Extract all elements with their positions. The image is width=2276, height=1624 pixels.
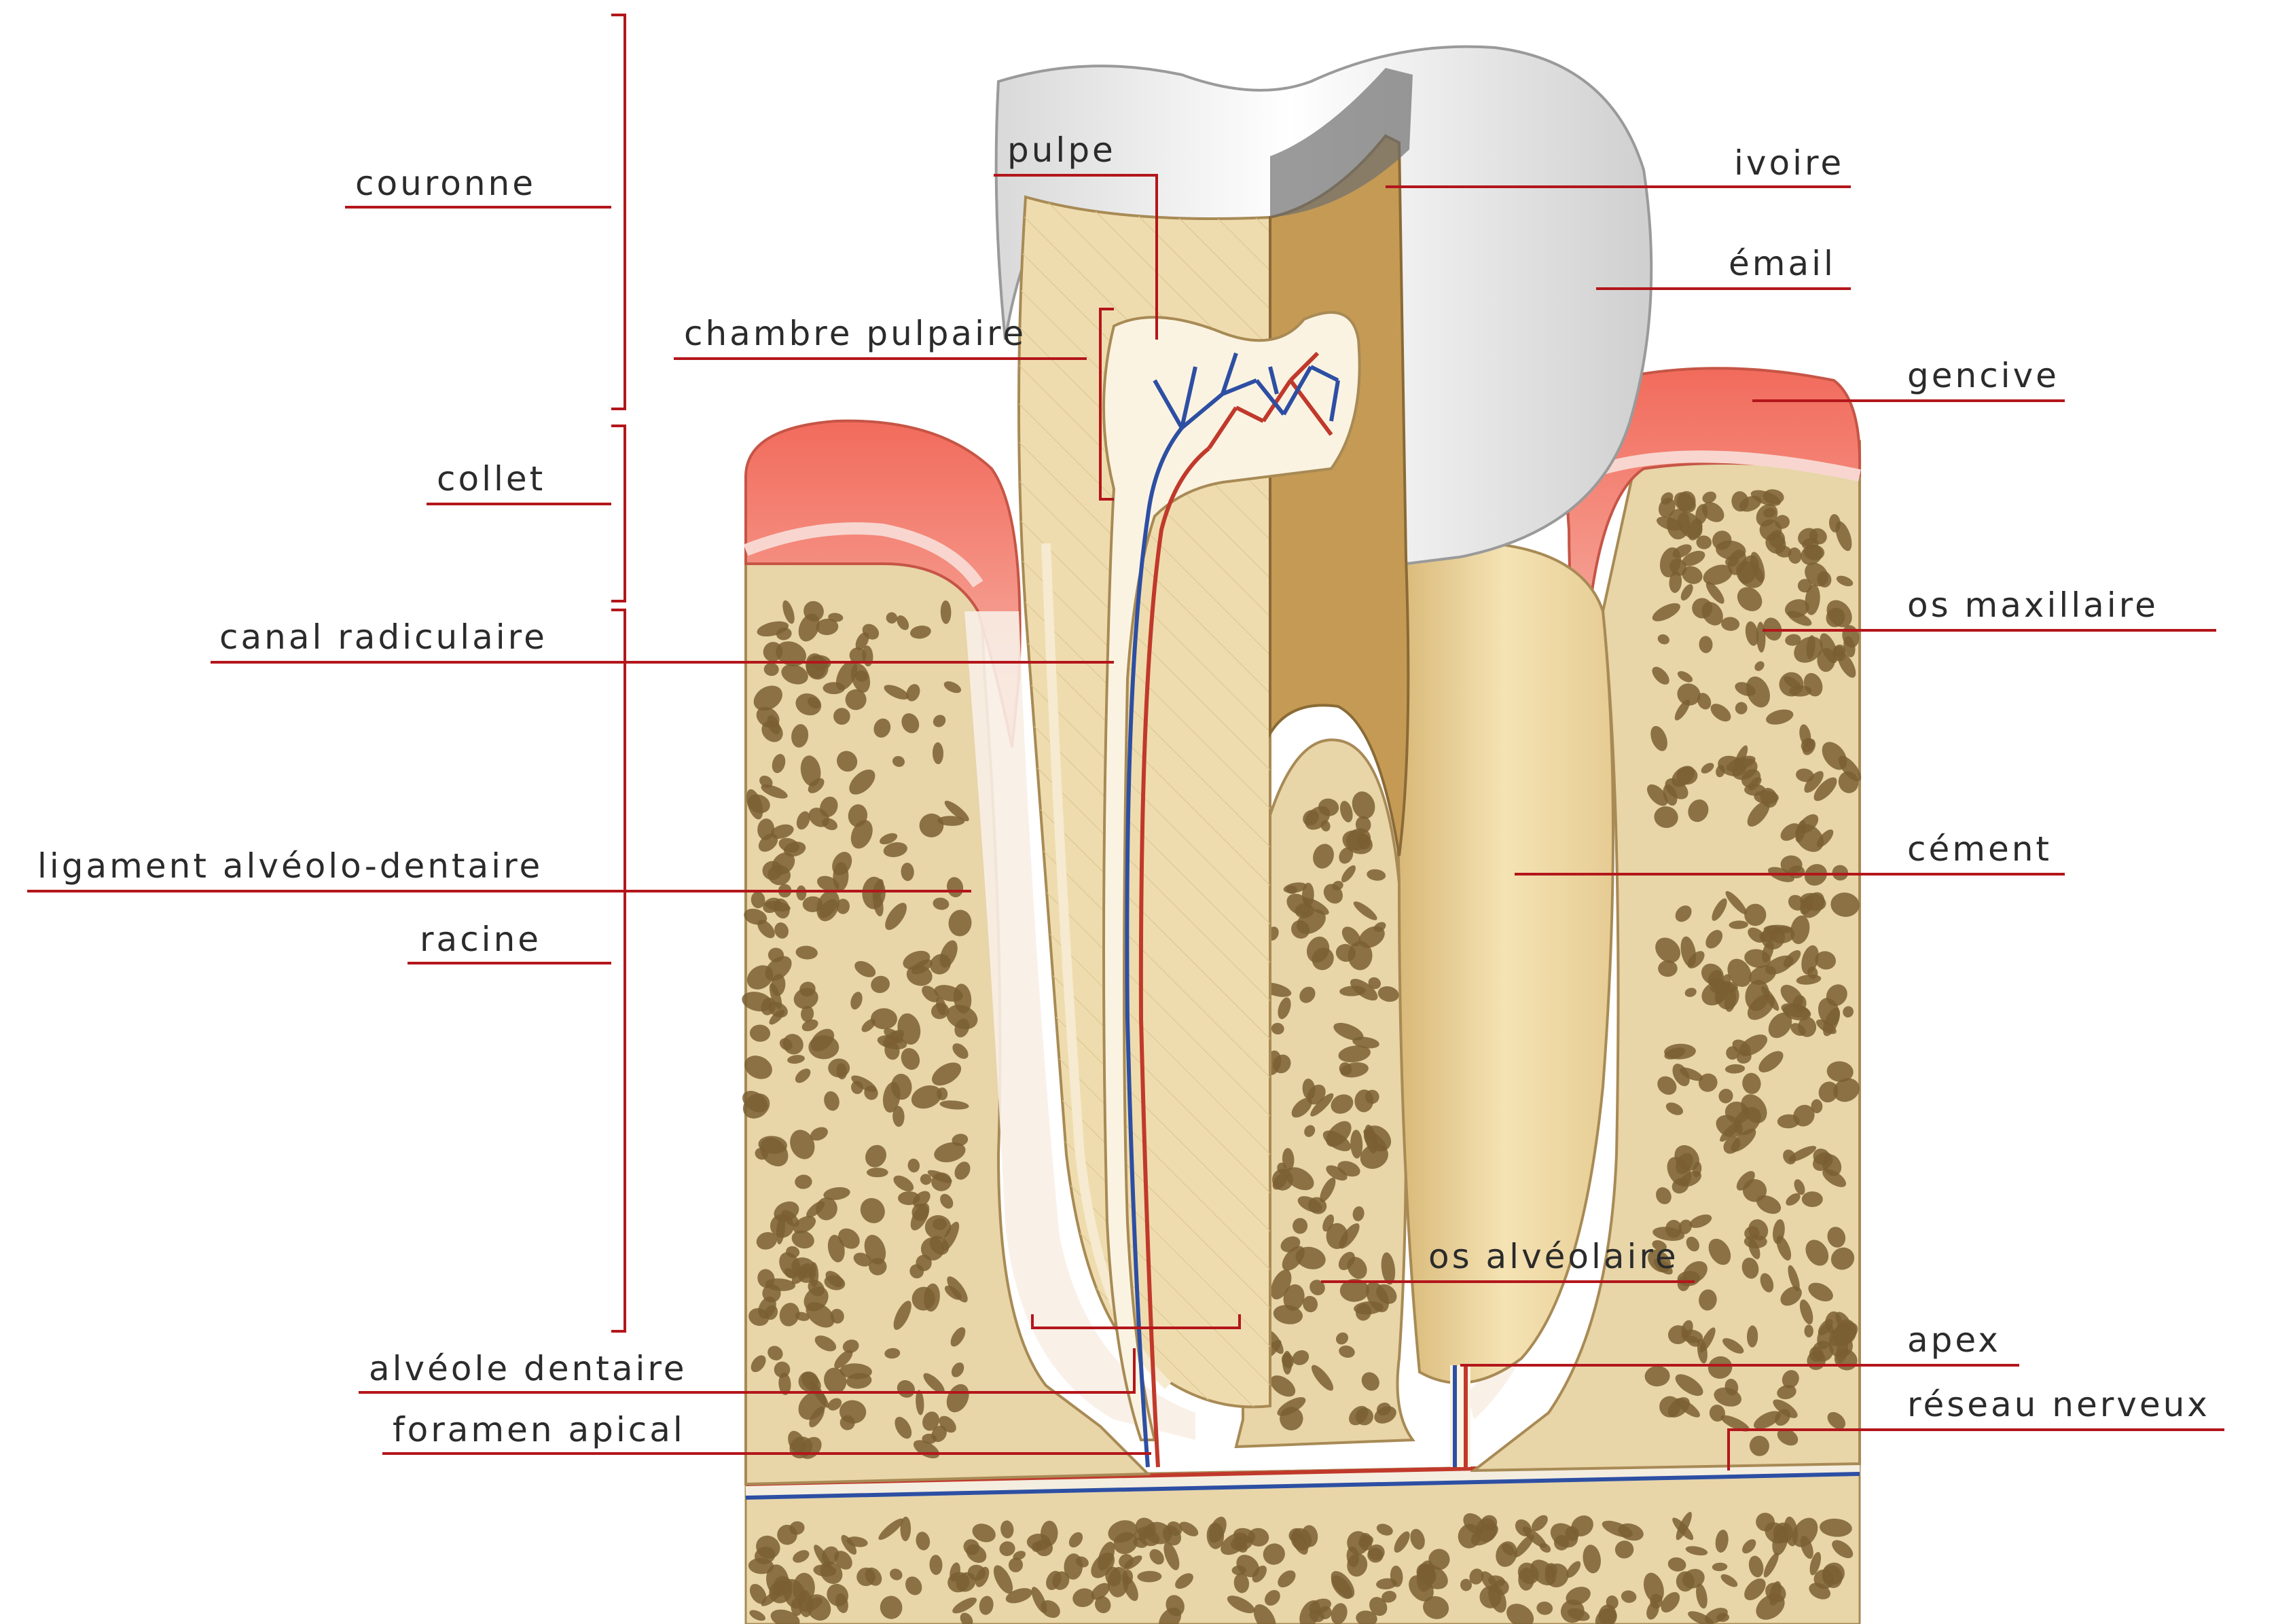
bone-pore (1802, 1191, 1823, 1207)
racine-bracket (611, 610, 625, 1331)
right-root-vessels (1455, 1365, 1466, 1467)
label-racine: racine (420, 920, 541, 959)
label-reseau-nerveux: réseau nerveux (1907, 1385, 2210, 1424)
label-collet: collet (437, 459, 545, 499)
bone-pore (898, 1191, 920, 1205)
tooth-illustration (738, 47, 1865, 1624)
couronne-bracket (611, 15, 625, 409)
label-email: émail (1729, 244, 1836, 283)
label-pulpe: pulpe (1007, 130, 1116, 170)
collet-bracket (611, 426, 625, 601)
label-os-maxillaire: os maxillaire (1907, 585, 2158, 625)
label-gencive: gencive (1907, 356, 2059, 395)
label-alveole-dentaire: alvéole dentaire (369, 1349, 687, 1388)
bone-pore (1805, 1324, 1813, 1337)
label-couronne: couronne (355, 164, 536, 203)
label-cement: cément (1907, 829, 2052, 869)
bone-pore (1665, 1220, 1682, 1238)
bone-pore (828, 1059, 850, 1078)
label-chambre-pulpaire: chambre pulpaire (684, 314, 1026, 353)
label-os-alveolaire: os alvéolaire (1428, 1237, 1679, 1276)
label-canal-radiculaire: canal radiculaire (219, 617, 547, 657)
bone-pore (823, 682, 846, 694)
label-ivoire: ivoire (1734, 143, 1844, 183)
label-ligament: ligament alvéolo-dentaire (37, 846, 543, 886)
label-apex: apex (1907, 1320, 2001, 1360)
label-foramen-apical: foramen apical (393, 1410, 685, 1449)
bone-pore (867, 1168, 888, 1177)
